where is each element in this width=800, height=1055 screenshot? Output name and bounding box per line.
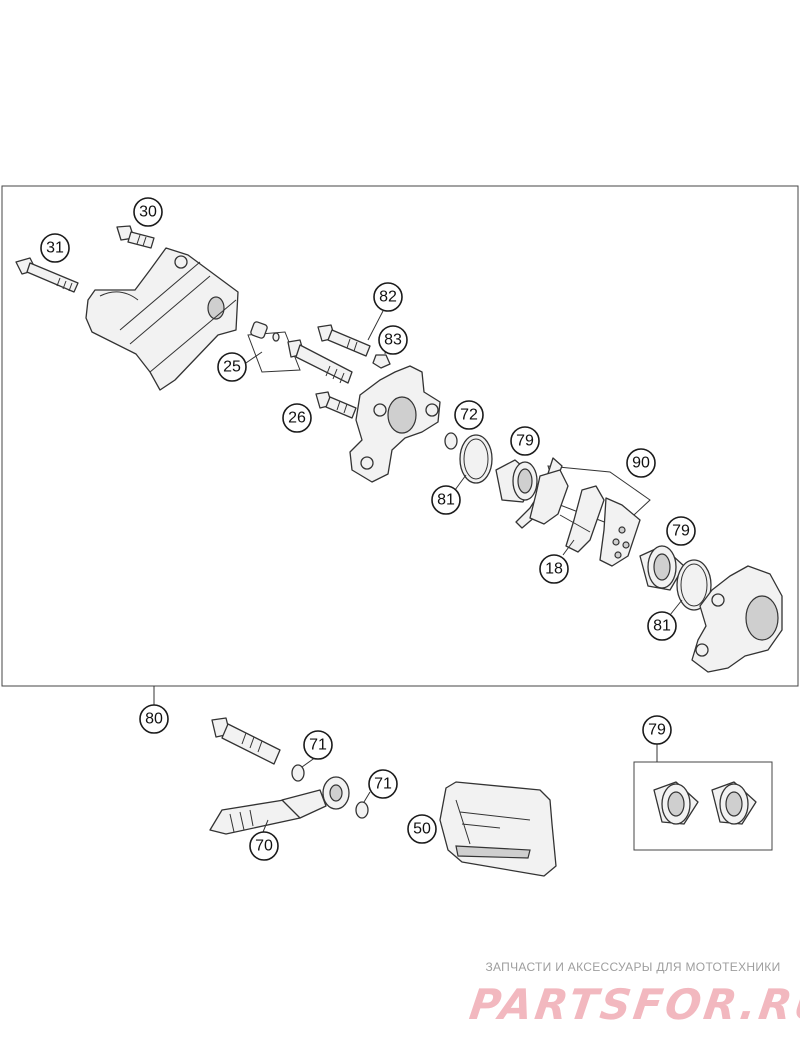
- part-25-sleeve-group: [247, 321, 353, 384]
- part-caliper-half-left: [349, 365, 441, 483]
- callout-31: 31: [40, 233, 70, 263]
- callout-79-b: 79: [666, 516, 696, 546]
- part-71-washer-a: [291, 764, 305, 782]
- callout-90-label: 90: [632, 455, 650, 472]
- callout-82: 82: [373, 282, 403, 312]
- callout-83: 83: [378, 325, 408, 355]
- part-81-seal-right: [676, 559, 712, 611]
- part-70-brake-line: [209, 776, 350, 835]
- watermark-logo: PARTSFOR.RU: [466, 980, 800, 1029]
- callout-72: 72: [454, 400, 484, 430]
- callout-81-b-label: 81: [653, 618, 671, 635]
- part-26-bolt: [315, 391, 357, 419]
- assembly-frame: [1, 185, 799, 687]
- callout-82-label: 82: [379, 289, 397, 306]
- callout-72-label: 72: [460, 407, 478, 424]
- part-79-piston-kit-a: [653, 781, 699, 825]
- part-90-pads: [515, 457, 651, 567]
- part-83-nut: [372, 354, 391, 369]
- callout-90: 90: [626, 448, 656, 478]
- callout-26: 26: [282, 403, 312, 433]
- callout-79-c-label: 79: [648, 722, 666, 739]
- callout-31-label: 31: [46, 240, 64, 257]
- callout-83-label: 83: [384, 332, 402, 349]
- part-caliper-bracket: [85, 247, 239, 391]
- callout-70-label: 70: [255, 838, 273, 855]
- callout-81-b: 81: [647, 611, 677, 641]
- callout-71-a: 71: [303, 730, 333, 760]
- part-72-ring: [444, 432, 458, 450]
- callout-71-b-label: 71: [374, 776, 392, 793]
- callout-50-label: 50: [413, 821, 431, 838]
- part-79-piston-right: [639, 545, 685, 591]
- callout-18-label: 18: [545, 561, 563, 578]
- part-30-bolt: [116, 225, 155, 249]
- watermark-tagline: ЗАПЧАСТИ И АКСЕССУАРЫ ДЛЯ МОТОТЕХНИКИ: [485, 960, 781, 974]
- part-79-piston-kit-b: [711, 781, 757, 825]
- callout-25-label: 25: [223, 359, 241, 376]
- callout-71-b: 71: [368, 769, 398, 799]
- kit-box-79: [633, 761, 773, 851]
- callout-30-label: 30: [139, 204, 157, 221]
- callout-79-a-label: 79: [516, 433, 534, 450]
- part-31-bolt: [15, 257, 79, 293]
- callout-70: 70: [249, 831, 279, 861]
- part-banjo-bolt: [211, 717, 281, 765]
- callout-80-label: 80: [145, 711, 163, 728]
- part-caliper-half-right: [691, 565, 783, 673]
- callout-25: 25: [217, 352, 247, 382]
- callout-79-b-label: 79: [672, 523, 690, 540]
- callout-80: 80: [139, 704, 169, 734]
- part-79-piston-left: [495, 459, 538, 503]
- part-50-label-sheet: [439, 781, 557, 877]
- callout-71-a-label: 71: [309, 737, 327, 754]
- callout-50: 50: [407, 814, 437, 844]
- part-71-washer-b: [355, 801, 369, 819]
- callout-26-label: 26: [288, 410, 306, 427]
- callout-79-a: 79: [510, 426, 540, 456]
- callout-18: 18: [539, 554, 569, 584]
- callout-79-c: 79: [642, 715, 672, 745]
- callout-81-a: 81: [431, 485, 461, 515]
- part-81-seal-left: [459, 434, 493, 484]
- callout-30: 30: [133, 197, 163, 227]
- part-82-pin: [317, 324, 371, 357]
- callout-81-a-label: 81: [437, 492, 455, 509]
